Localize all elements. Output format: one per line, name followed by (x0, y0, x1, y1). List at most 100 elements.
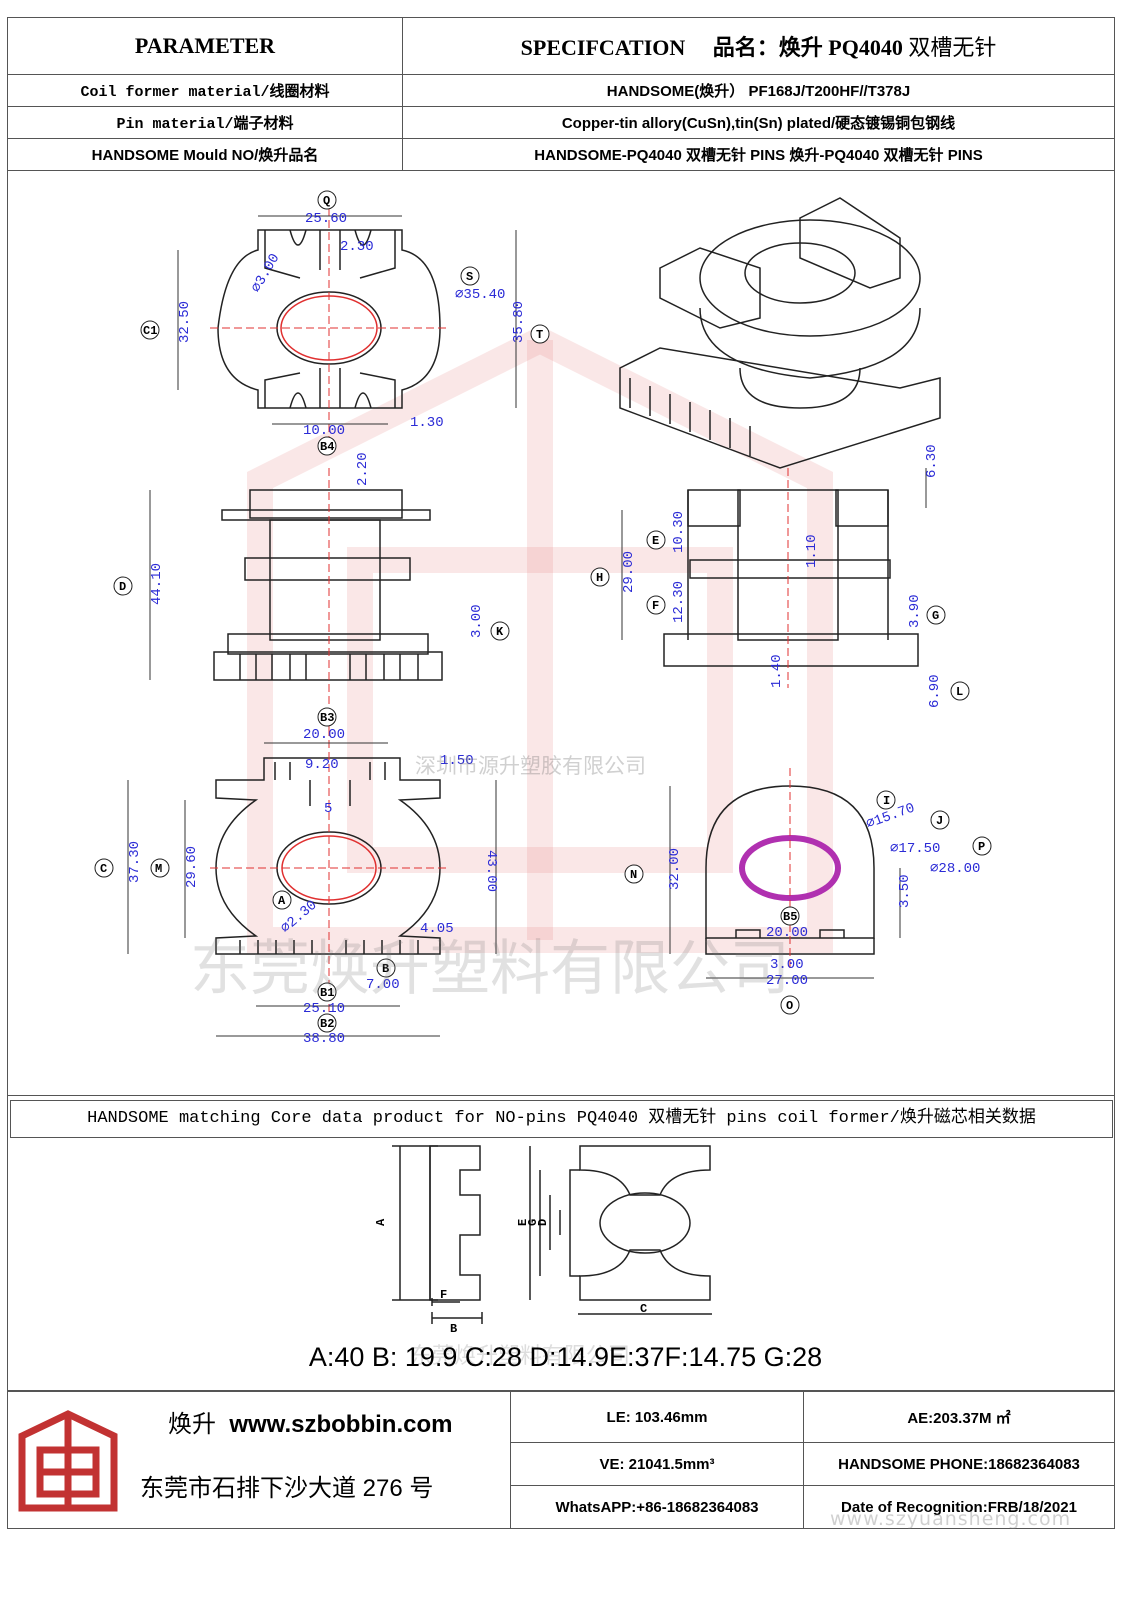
svg-text:29.00: 29.00 (621, 551, 637, 593)
svg-text:12.30: 12.30 (671, 581, 687, 623)
svg-text:35.80: 35.80 (511, 301, 527, 343)
svg-text:K: K (496, 625, 504, 639)
svg-text:N: N (630, 868, 637, 882)
product-name: 品名：焕升 PQ4040 (712, 35, 903, 60)
footer-whatsapp: WhatsAPP:+86-18682364083 (510, 1485, 804, 1529)
svg-text:44.10: 44.10 (149, 563, 165, 605)
core-dimensions: A:40 B: 19.9 C:28 D:14.9E:37F:14.75 G:28 (308, 1342, 823, 1372)
watermark-company-cn: 深圳市源升塑胶有限公司 (415, 754, 646, 778)
side-view (213, 489, 443, 681)
svg-text:25.60: 25.60 (305, 211, 347, 227)
svg-text:2.30: 2.30 (340, 239, 374, 255)
svg-text:S: S (466, 270, 473, 284)
svg-text:3.90: 3.90 (907, 594, 923, 628)
core-label-e: E (516, 1219, 530, 1226)
watermark-company-core: 东莞焕升塑料有限公司 (410, 1344, 631, 1369)
coil-material-value: HANDSOME(焕升） PF168J/T200HF//T378J (402, 74, 1115, 107)
svg-text:C1: C1 (143, 324, 157, 338)
svg-text:⌀28.00: ⌀28.00 (930, 861, 980, 877)
svg-text:P: P (978, 840, 985, 854)
svg-text:10.30: 10.30 (671, 511, 687, 553)
svg-text:38.80: 38.80 (303, 1031, 345, 1047)
mould-no-label: HANDSOME Mould NO/焕升品名 (7, 138, 403, 171)
svg-text:9.20: 9.20 (305, 757, 339, 773)
svg-text:B1: B1 (320, 986, 334, 1000)
footer-ve: VE: 21041.5mm³ (510, 1442, 804, 1487)
svg-text:⌀17.50: ⌀17.50 (890, 841, 940, 857)
svg-text:B3: B3 (320, 711, 334, 725)
core-label-d: D (536, 1219, 550, 1226)
svg-text:O: O (786, 999, 793, 1013)
watermark-company-large: 东莞焕升塑料有限公司 (190, 934, 790, 1004)
svg-text:C: C (100, 862, 107, 876)
isometric-view (619, 197, 941, 469)
svg-text:G: G (932, 609, 939, 623)
footer-le: LE: 103.46mm (510, 1390, 804, 1444)
footer-ae: AE:203.37M ㎡ (803, 1390, 1115, 1444)
svg-text:M: M (155, 862, 162, 876)
footer-address: 东莞市石排下沙大道 276 号 (140, 1475, 434, 1502)
core-label-f: F (440, 1288, 447, 1302)
svg-text:20.00: 20.00 (766, 925, 808, 941)
core-section (7, 1096, 1115, 1391)
svg-text:2.20: 2.20 (355, 452, 371, 486)
mould-no-value: HANDSOME-PQ4040 双槽无针 PINS 焕升-PQ4040 双槽无针… (402, 138, 1115, 171)
parameter-heading: PARAMETER (7, 17, 403, 75)
drawing-area (7, 168, 1115, 1096)
pin-material-value: Copper-tin allory(CuSn),tin(Sn) plated/硬… (402, 106, 1115, 139)
svg-text:27.00: 27.00 (766, 973, 808, 989)
svg-text:6.30: 6.30 (924, 444, 940, 478)
pin-material-label: Pin material/端子材料 (7, 106, 403, 139)
svg-text:5: 5 (324, 801, 332, 817)
svg-text:43.00: 43.00 (483, 850, 499, 892)
specification-heading: SPECIFCATION 品名：焕升 PQ4040 双槽无针 (402, 17, 1115, 75)
specification-label: SPECIFCATION (520, 35, 686, 60)
svg-text:1.50: 1.50 (440, 753, 474, 769)
svg-text:D: D (119, 580, 126, 594)
svg-text:3.50: 3.50 (897, 874, 913, 908)
svg-text:A: A (278, 894, 286, 908)
svg-text:1.40: 1.40 (769, 654, 785, 688)
svg-text:3.00: 3.00 (770, 957, 804, 973)
svg-text:F: F (652, 599, 659, 613)
footer-website[interactable]: www.szbobbin.com (229, 1411, 453, 1438)
spec-header-table: PARAMETER SPECIFCATION 品名：焕升 PQ4040 双槽无针… (7, 17, 1115, 171)
svg-text:10.00: 10.00 (303, 423, 345, 439)
svg-text:⌀35.40: ⌀35.40 (455, 287, 505, 303)
svg-text:I: I (883, 794, 890, 808)
core-drawing: A B F E G D C (374, 1145, 712, 1335)
core-label-a: A (374, 1218, 388, 1226)
side-view-right (663, 489, 919, 667)
svg-text:⌀3.00: ⌀3.00 (248, 251, 283, 295)
footer-table: 焕升 www.szbobbin.com 东莞市石排下沙大道 276 号 LE: … (7, 1390, 1115, 1529)
core-label-b: B (450, 1322, 457, 1335)
svg-text:B4: B4 (320, 440, 334, 454)
svg-text:20.00: 20.00 (303, 727, 345, 743)
core-label-c: C (640, 1302, 647, 1316)
svg-text:6.90: 6.90 (927, 674, 943, 708)
watermark-url: www.szyuansheng.com (830, 1508, 1072, 1530)
svg-text:4.05: 4.05 (420, 921, 454, 937)
svg-text:32.50: 32.50 (177, 301, 193, 343)
svg-text:H: H (596, 571, 603, 585)
svg-text:29.60: 29.60 (184, 846, 200, 888)
footer-date: Date of Recognition:FRB/18/2021 (803, 1485, 1115, 1529)
footer-phone: HANDSOME PHONE:18682364083 (803, 1442, 1115, 1487)
svg-text:B: B (382, 962, 389, 976)
handsome-logo-icon (18, 1410, 118, 1512)
svg-text:3.00: 3.00 (469, 604, 485, 638)
product-name-suffix: 双槽无针 (908, 35, 997, 60)
core-section-title: HANDSOME matching Core data product for … (10, 1100, 1113, 1138)
svg-text:32.00: 32.00 (667, 848, 683, 890)
svg-text:J: J (936, 814, 943, 828)
svg-text:7.00: 7.00 (366, 977, 400, 993)
svg-text:25.10: 25.10 (303, 1001, 345, 1017)
svg-text:L: L (956, 685, 963, 699)
svg-text:37.30: 37.30 (127, 841, 143, 883)
svg-text:T: T (536, 328, 543, 342)
coil-material-label: Coil former material/线圈材料 (7, 74, 403, 107)
svg-text:E: E (652, 534, 659, 548)
core-label-g: G (526, 1219, 540, 1226)
svg-text:Q: Q (323, 194, 330, 208)
svg-text:1.30: 1.30 (410, 415, 444, 431)
